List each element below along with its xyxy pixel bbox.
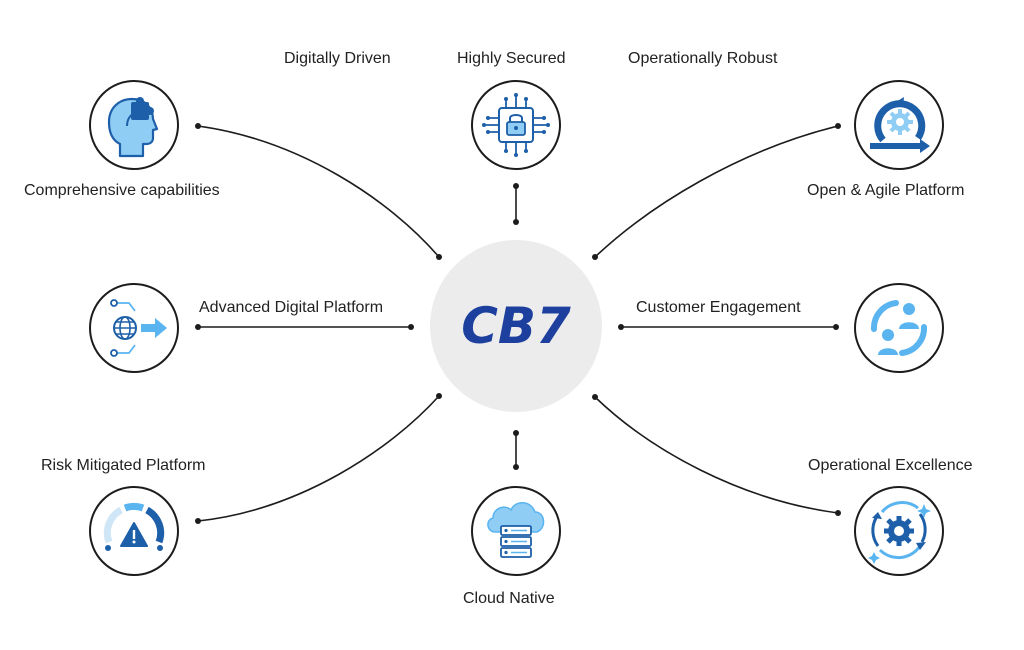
- gauge-warning-icon: [103, 502, 165, 551]
- head-puzzle-icon: [107, 97, 159, 158]
- label-customer-engagement: Customer Engagement: [636, 299, 801, 316]
- connector-risk-mitigated: [197, 395, 440, 522]
- cb7-hub: CB7: [430, 240, 602, 412]
- node-operational-excellence: [854, 486, 944, 576]
- label-comprehensive-capabilities: Comprehensive capabilities: [24, 182, 220, 199]
- chip-lock-icon: [482, 93, 550, 157]
- cloud-server-icon: [487, 502, 545, 558]
- node-comprehensive-capabilities: [89, 80, 179, 170]
- label-operationally-robust: Operationally Robust: [628, 50, 778, 67]
- label-operational-excellence: Operational Excellence: [808, 457, 973, 474]
- node-customer-engagement: [854, 283, 944, 373]
- label-open-agile-platform: Open & Agile Platform: [807, 182, 965, 199]
- connector-comprehensive: [197, 125, 440, 258]
- globe-arrow-icon: [110, 299, 167, 357]
- label-highly-secured: Highly Secured: [457, 50, 566, 67]
- label-advanced-digital-platform: Advanced Digital Platform: [199, 299, 384, 316]
- cb7-logo: CB7: [461, 297, 571, 355]
- connector-open-agile: [594, 125, 839, 258]
- node-open-agile-platform: [854, 80, 944, 170]
- label-risk-mitigated-platform: Risk Mitigated Platform: [41, 457, 206, 474]
- node-cloud-native: [471, 486, 561, 576]
- cycle-gear-icon: [870, 97, 930, 153]
- node-highly-secured: [471, 80, 561, 170]
- connector-operational-excellence: [594, 396, 839, 514]
- node-risk-mitigated-platform: [89, 486, 179, 576]
- users-exchange-icon: [871, 300, 927, 356]
- label-digitally-driven: Digitally Driven: [284, 50, 391, 67]
- gear-cycle-icon: [868, 501, 931, 564]
- node-advanced-digital-platform: [89, 283, 179, 373]
- label-cloud-native: Cloud Native: [463, 590, 555, 607]
- cb7-logo-text: CB7: [461, 297, 571, 355]
